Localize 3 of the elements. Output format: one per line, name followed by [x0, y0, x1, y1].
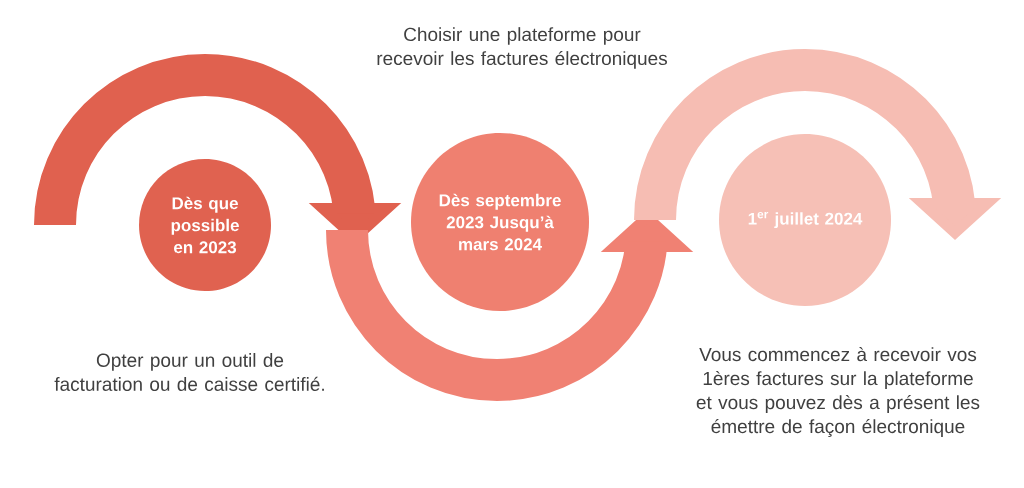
description-text: Vous commencez à recevoir vos 1ères factures sur la plateforme et vous pouvez dès a présent les émettre de façon électronique — [696, 347, 980, 437]
description-text: Choisir une plateforme pour recevoir les factures électroniques — [377, 27, 667, 69]
description-text: Opter pour un outil de facturation ou de caisse certifié. — [54, 353, 324, 391]
